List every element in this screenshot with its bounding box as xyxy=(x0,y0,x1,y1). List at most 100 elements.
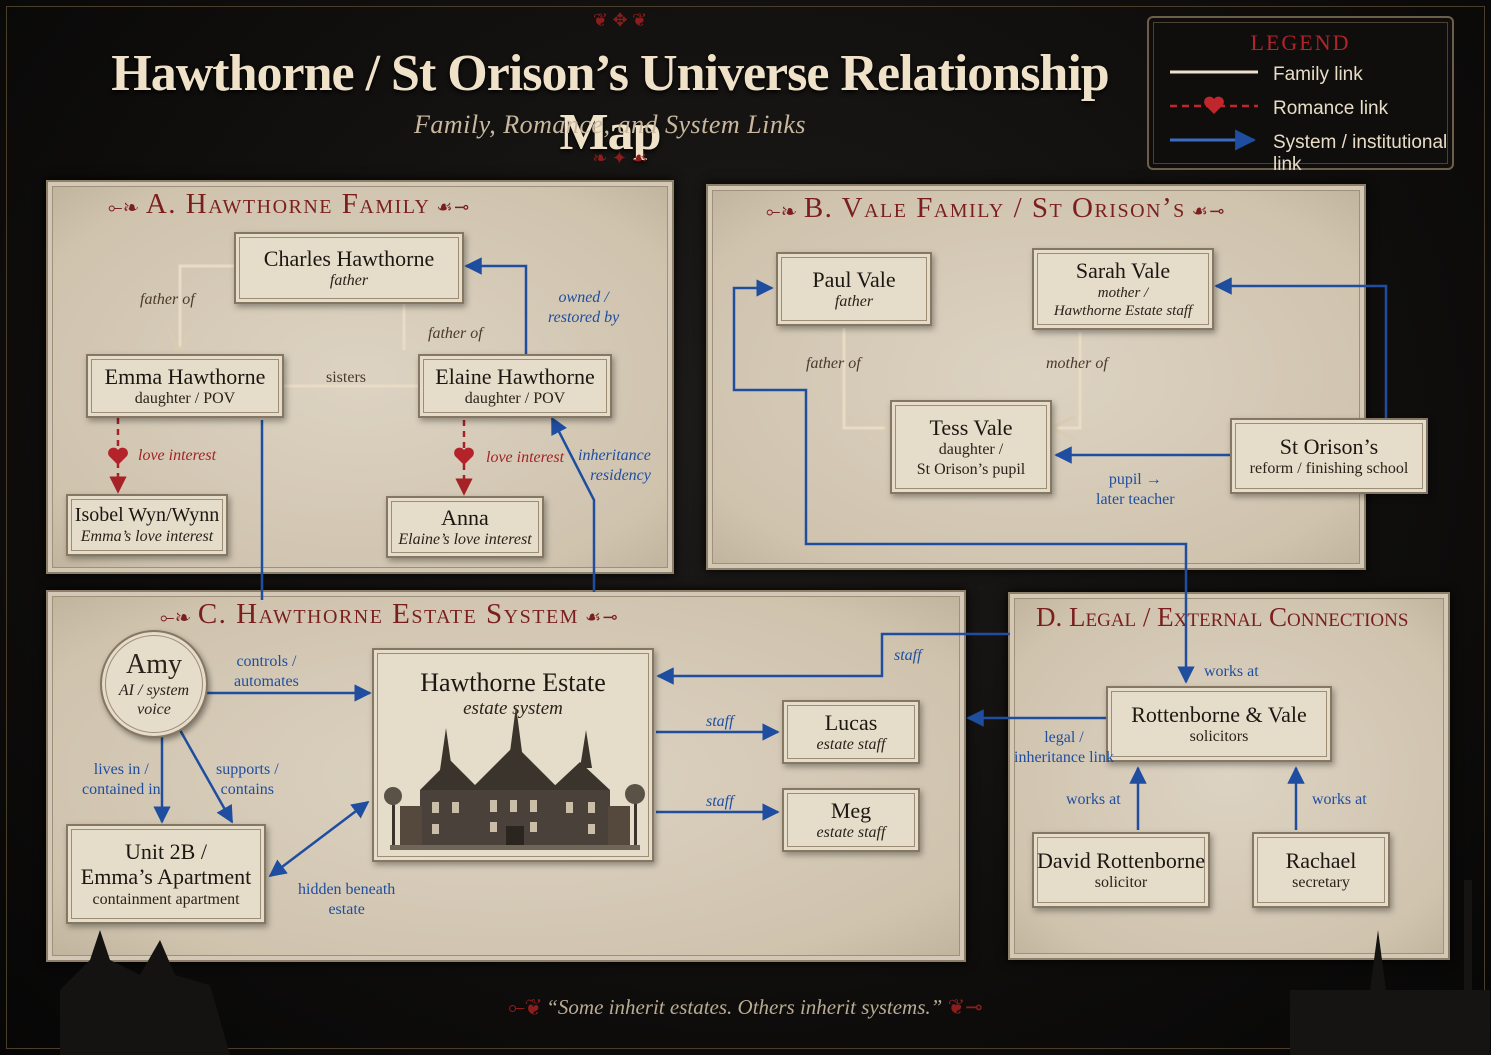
legend: LEGEND Family link Romance link System /… xyxy=(1147,16,1454,175)
flourish-right-icon: ☙⊸ xyxy=(430,197,471,217)
label-works-at-rachael: works at xyxy=(1312,791,1367,808)
label-staff-meg: staff xyxy=(706,793,734,810)
node-name: Lucas xyxy=(824,709,878,735)
page-title: Hawthorne / St Orison’s Universe Relatio… xyxy=(111,45,1109,161)
link-elaine-anna xyxy=(454,420,474,496)
label-staff-top: staff xyxy=(894,647,922,664)
ornament-bottom-icon: ❧ ✦ ☙ xyxy=(592,148,648,168)
node-role-line1: AI / system xyxy=(118,681,190,699)
label-legal-inheritance: legal /inheritance link xyxy=(1014,729,1114,766)
legend-title: LEGEND xyxy=(1250,30,1351,55)
node-amy[interactable]: Amy AI / system voice xyxy=(100,630,208,738)
node-unit-2b[interactable]: Unit 2B / Emma’s Apartment containment a… xyxy=(66,824,266,924)
page-subtitle: Family, Romance, and System Links xyxy=(414,110,806,139)
panel-d-title: D. Legal / External Connections xyxy=(1036,602,1409,632)
flourish-left-icon: ⟜❦ xyxy=(508,995,547,1019)
node-role: estate staff xyxy=(816,736,886,754)
flourish-right-icon: ☙⊸ xyxy=(578,607,620,627)
node-name: Rachael xyxy=(1285,847,1357,873)
ornament-top-icon: ❦ ✥ ❦ xyxy=(592,10,648,30)
node-role: reform / finishing school xyxy=(1249,460,1409,478)
link-estate-inheritance-elaine xyxy=(550,416,596,592)
label-charles-elaine: father of xyxy=(428,325,483,342)
gothic-house-silhouette-icon xyxy=(60,930,230,1055)
node-role: daughter / POV xyxy=(464,390,566,408)
link-sarah-tess xyxy=(1054,332,1082,428)
node-role-line2: voice xyxy=(137,701,171,718)
node-sarah-vale[interactable]: Sarah Vale mother / Hawthorne Estate sta… xyxy=(1032,248,1214,330)
node-role-line1: daughter / xyxy=(938,441,1004,459)
panel-c-title: ⟜❧ C. Hawthorne Estate System ☙⊸ xyxy=(160,598,620,630)
node-name: Hawthorne Estate xyxy=(420,668,606,697)
node-name: Sarah Vale xyxy=(1075,258,1171,284)
label-pupil-teacher: pupil →later teacher xyxy=(1096,471,1175,508)
node-meg[interactable]: Meg estate staff xyxy=(782,788,920,852)
link-rottenborne-paul xyxy=(732,279,1188,592)
node-name: Tess Vale xyxy=(929,415,1013,441)
node-hawthorne-estate[interactable]: Hawthorne Estate estate system xyxy=(372,648,654,862)
label-staff-lucas: staff xyxy=(706,713,734,730)
flourish-left-icon: ⟜❧ xyxy=(766,201,804,221)
heart-icon xyxy=(108,447,128,465)
label-sisters: sisters xyxy=(326,369,366,386)
panel-b-title: ⟜❧ B. Vale Family / St Orison’s ☙⊸ xyxy=(766,192,1226,224)
link-elaine-owned-charles xyxy=(464,257,528,356)
label-controls-automates: controls /automates xyxy=(234,653,299,690)
panel-a-title: ⟜❧ A. Hawthorne Family ☙⊸ xyxy=(108,188,471,220)
node-role: father xyxy=(834,293,874,311)
node-role-line2: Hawthorne Estate staff xyxy=(1053,302,1193,319)
label-sarah-tess: mother of xyxy=(1046,355,1108,372)
legend-system-label: System / institutional link xyxy=(1273,132,1448,175)
flourish-left-icon: ⟜❧ xyxy=(160,607,198,627)
node-role: solicitors xyxy=(1189,728,1249,746)
label-elaine-love-interest: love interest xyxy=(486,449,565,466)
link-amy-supports-unit xyxy=(178,729,234,824)
node-isobel[interactable]: Isobel Wyn/Wynn Emma’s love interest xyxy=(66,494,228,556)
node-rachael[interactable]: Rachael secretary xyxy=(1252,832,1390,908)
node-role: estate staff xyxy=(816,824,886,842)
node-role: solicitor xyxy=(1094,874,1148,892)
node-emma-hawthorne[interactable]: Emma Hawthorne daughter / POV xyxy=(86,354,284,418)
link-charles-emma xyxy=(180,264,236,350)
node-name: Emma Hawthorne xyxy=(104,363,266,389)
node-name-line2: Emma’s Apartment xyxy=(80,864,252,890)
label-lives-in: lives in /contained in xyxy=(82,761,161,798)
node-name: David Rottenborne xyxy=(1036,847,1206,873)
node-name: Isobel Wyn/Wynn xyxy=(74,503,220,526)
link-unit-estate-hidden xyxy=(268,800,370,878)
flourish-left-icon: ⟜❧ xyxy=(108,197,146,217)
node-david-rottenborne[interactable]: David Rottenborne solicitor xyxy=(1032,832,1210,908)
node-name-line1: Unit 2B / xyxy=(125,839,207,865)
node-st-orisons[interactable]: St Orison’s reform / finishing school xyxy=(1230,418,1428,494)
node-role: secretary xyxy=(1292,874,1350,892)
legend-romance-line xyxy=(1170,96,1258,114)
node-name: Meg xyxy=(830,797,872,823)
node-name: St Orison’s xyxy=(1279,433,1379,459)
node-role: Emma’s love interest xyxy=(80,527,214,545)
label-owned-restored: owned /restored by xyxy=(548,289,620,326)
node-role: daughter / POV xyxy=(134,390,236,408)
node-lucas[interactable]: Lucas estate staff xyxy=(782,700,920,764)
node-role: Elaine’s love interest xyxy=(398,531,532,549)
gate-silhouette-icon xyxy=(1290,880,1490,1055)
node-name: Charles Hawthorne xyxy=(263,245,435,271)
node-role-line2: St Orison’s pupil xyxy=(916,460,1026,478)
node-elaine-hawthorne[interactable]: Elaine Hawthorne daughter / POV xyxy=(418,354,612,418)
flourish-right-icon: ❦⊸ xyxy=(942,995,983,1019)
node-charles-hawthorne[interactable]: Charles Hawthorne father xyxy=(234,232,464,304)
node-paul-vale[interactable]: Paul Vale father xyxy=(776,252,932,326)
link-storisons-sarah xyxy=(1214,277,1388,418)
node-role: containment apartment xyxy=(92,890,240,908)
node-name: Anna xyxy=(441,504,489,530)
label-works-at-top: works at xyxy=(1204,663,1259,680)
node-anna[interactable]: Anna Elaine’s love interest xyxy=(386,496,544,558)
node-rottenborne-vale[interactable]: Rottenborne & Vale solicitors xyxy=(1106,686,1332,762)
node-role: estate system xyxy=(463,697,563,719)
node-role-line1: mother / xyxy=(1097,284,1149,301)
node-name: Rottenborne & Vale xyxy=(1131,701,1307,727)
link-emma-isobel xyxy=(108,418,128,494)
label-emma-love-interest: love interest xyxy=(138,447,217,464)
node-tess-vale[interactable]: Tess Vale daughter / St Orison’s pupil xyxy=(890,400,1052,494)
legend-family-label: Family link xyxy=(1273,64,1363,85)
